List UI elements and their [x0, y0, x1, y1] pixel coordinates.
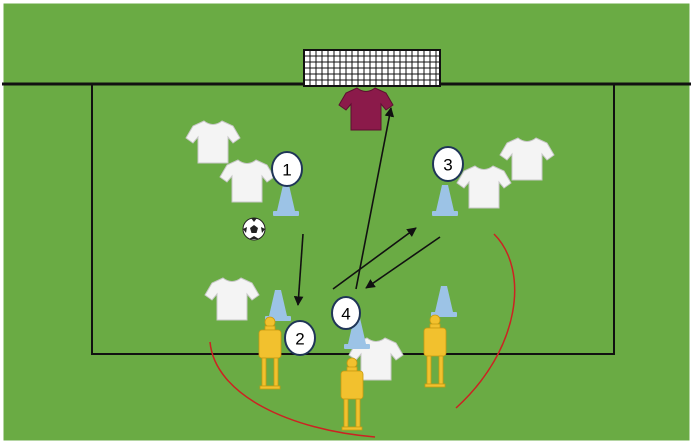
boundary-curve-left — [209, 341, 376, 438]
station-label-4: 4 — [331, 296, 361, 330]
pass-arrow-1-to-2 — [293, 233, 304, 306]
pass-arrow-3-to-4 — [365, 236, 441, 289]
station-label-1: 1 — [271, 151, 303, 187]
station-label-3: 3 — [432, 146, 464, 182]
station-label-4-text: 4 — [341, 305, 350, 324]
station-label-3-text: 3 — [443, 156, 452, 175]
boundary-curve-right — [455, 233, 516, 409]
station-label-1-text: 1 — [282, 161, 291, 180]
shot-arrow-4-to-goal — [355, 107, 395, 290]
goal-net-icon — [303, 49, 441, 87]
station-label-2-text: 2 — [295, 330, 304, 349]
soccer-ball-icon — [242, 217, 266, 241]
station-label-2: 2 — [284, 320, 316, 356]
pass-arrow-2-to-3 — [332, 227, 417, 290]
